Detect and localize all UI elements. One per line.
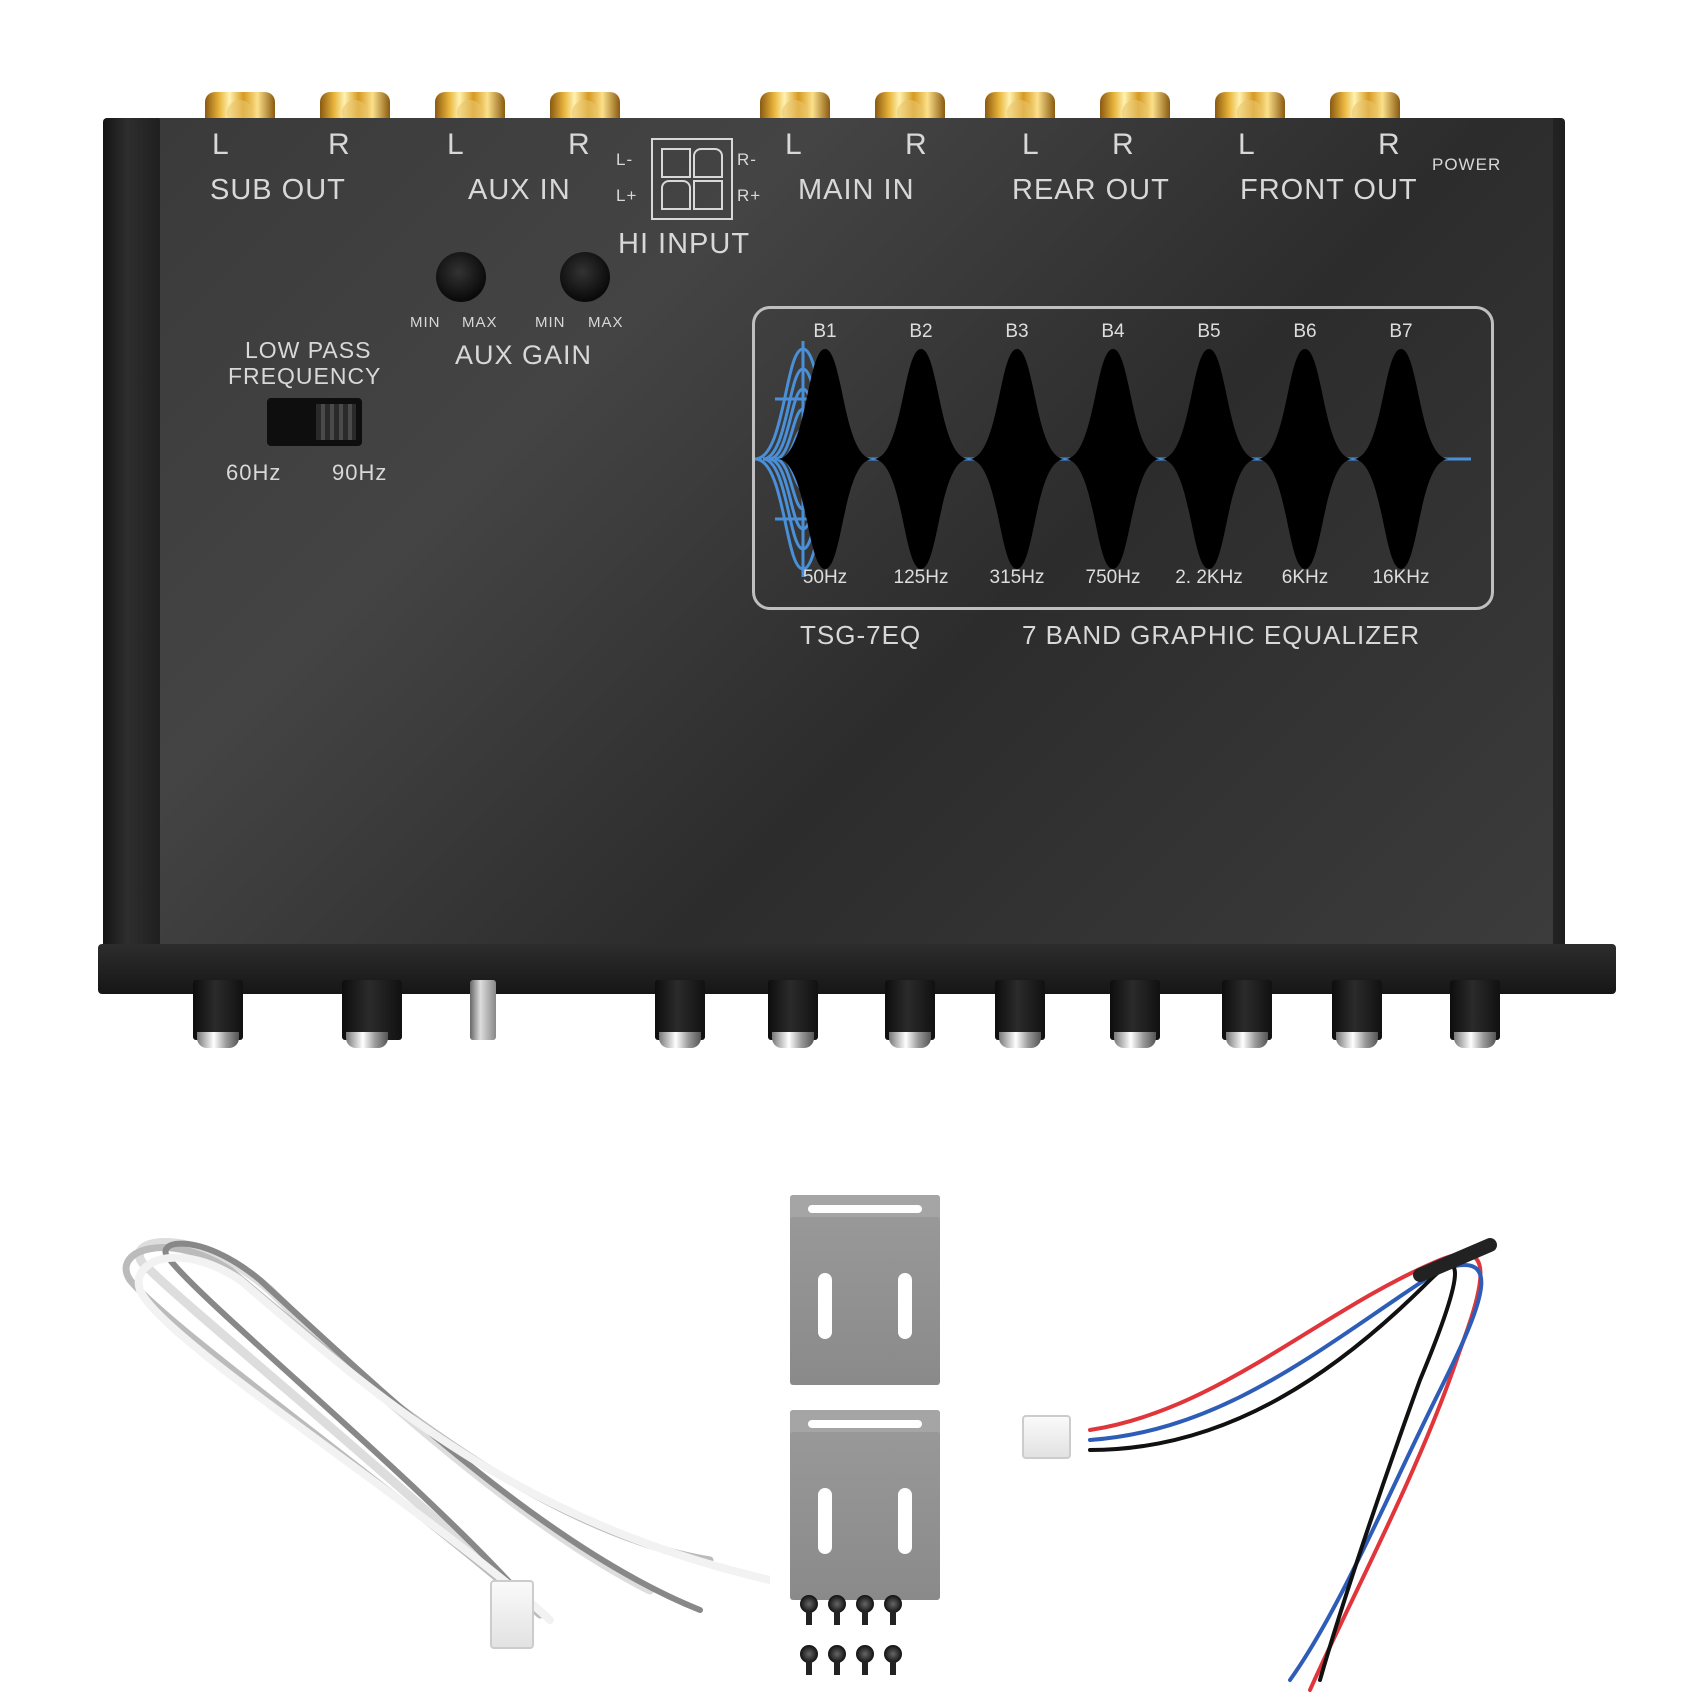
channel-label: R: [568, 128, 591, 161]
low-pass-option-90hz: 90Hz: [332, 460, 388, 485]
eq-freq-label: 50Hz: [802, 567, 848, 588]
aux-gain-right-min: MIN: [535, 314, 566, 331]
aux-gain-knob-left[interactable]: [436, 252, 486, 302]
eq-band-label: B3: [1005, 321, 1029, 342]
screw: [828, 1595, 846, 1625]
hi-input-pin-l-plus: L+: [616, 186, 638, 205]
section-label-sub-out: SUB OUT: [210, 174, 346, 206]
eq-knob-b7[interactable]: [1332, 980, 1382, 1048]
top-panel: [160, 118, 1553, 948]
mounting-bracket-bottom: [790, 1410, 940, 1600]
channel-label: R: [1378, 128, 1401, 161]
low-pass-label-line2: FREQUENCY: [228, 363, 382, 389]
channel-label: L: [1022, 128, 1040, 161]
left-side-rail: [103, 118, 163, 948]
front-panel: [98, 944, 1616, 994]
eq-freq-label: 6KHz: [1281, 567, 1329, 588]
mounting-bracket-top: [790, 1195, 940, 1385]
eq-band-label: B4: [1101, 321, 1125, 342]
channel-label: L: [447, 128, 465, 161]
channel-label: R: [328, 128, 351, 161]
hi-input-wire-harness: [122, 1238, 770, 1624]
eq-band-label: B2: [909, 321, 933, 342]
channel-label: R: [905, 128, 928, 161]
equalizer-graphic: B1 B2 B3 B4 B5 B6 B7 50Hz 125Hz 315Hz 75…: [752, 306, 1494, 610]
control-knob-2[interactable]: [342, 980, 402, 1048]
eq-knob-b6[interactable]: [1222, 980, 1272, 1048]
low-pass-frequency-switch[interactable]: [267, 398, 362, 446]
control-knob-1[interactable]: [193, 980, 243, 1048]
eq-freq-label: 125Hz: [893, 567, 949, 588]
eq-knob-b2[interactable]: [768, 980, 818, 1048]
channel-label: R: [1112, 128, 1135, 161]
low-pass-option-60hz: 60Hz: [226, 460, 282, 485]
aux-gain-left-max: MAX: [462, 314, 498, 331]
section-label-rear-out: REAR OUT: [1012, 174, 1170, 206]
section-label-front-out: FRONT OUT: [1240, 174, 1418, 206]
hi-input-pin-r-plus: R+: [737, 186, 762, 205]
screw: [884, 1595, 902, 1625]
hi-input-plug: [490, 1580, 534, 1649]
control-knob-11[interactable]: [1450, 980, 1500, 1048]
channel-label: L: [1238, 128, 1256, 161]
eq-knob-b1[interactable]: [655, 980, 705, 1048]
hi-input-label: HI INPUT: [618, 228, 751, 260]
channel-label: L: [212, 128, 230, 161]
eq-band-label: B6: [1293, 321, 1317, 342]
aux-gain-label: AUX GAIN: [455, 340, 593, 370]
screw: [828, 1645, 846, 1675]
hi-input-connector[interactable]: [651, 138, 733, 220]
eq-curves-graphic: [755, 339, 1471, 579]
hi-input-pin-l-minus: L-: [616, 150, 634, 169]
section-label-main-in: MAIN IN: [798, 174, 915, 206]
aux-gain-left-min: MIN: [410, 314, 441, 331]
eq-knob-b3[interactable]: [885, 980, 935, 1048]
aux-gain-right-max: MAX: [588, 314, 624, 331]
power-harness-plug: [1022, 1415, 1071, 1459]
eq-knob-b5[interactable]: [1110, 980, 1160, 1048]
power-wire-harness: [1088, 1238, 1497, 1692]
model-label: TSG-7EQ: [800, 620, 922, 650]
eq-freq-label: 2. 2KHz: [1175, 567, 1243, 588]
screw: [800, 1595, 818, 1625]
product-description: 7 BAND GRAPHIC EQUALIZER: [1022, 620, 1421, 650]
low-pass-label-line1: LOW PASS: [245, 337, 372, 363]
power-label: POWER: [1432, 155, 1502, 174]
eq-freq-label: 16KHz: [1372, 567, 1430, 588]
eq-band-label: B7: [1389, 321, 1413, 342]
channel-label: L: [785, 128, 803, 161]
eq-knob-b4[interactable]: [995, 980, 1045, 1048]
eq-band-label: B5: [1197, 321, 1221, 342]
screw: [884, 1645, 902, 1675]
eq-freq-label: 315Hz: [989, 567, 1045, 588]
eq-freq-label: 750Hz: [1085, 567, 1141, 588]
aux-gain-knob-right[interactable]: [560, 252, 610, 302]
section-label-aux-in: AUX IN: [468, 174, 571, 206]
eq-band-label: B1: [813, 321, 837, 342]
screw: [856, 1595, 874, 1625]
hi-input-pin-r-minus: R-: [737, 150, 757, 169]
screw: [800, 1645, 818, 1675]
screw: [856, 1645, 874, 1675]
control-shaft-metal[interactable]: [470, 980, 496, 1040]
